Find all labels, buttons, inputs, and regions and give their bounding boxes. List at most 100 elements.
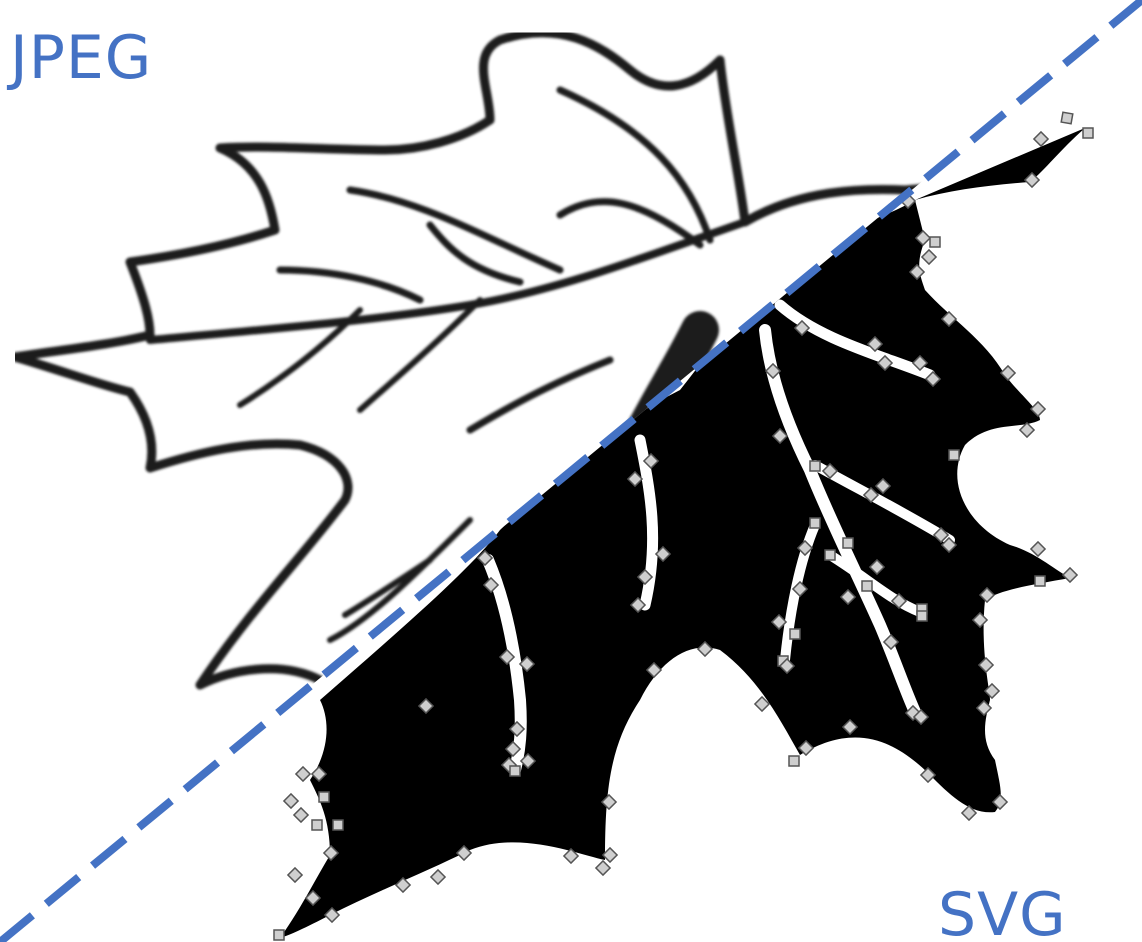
bezier-node-icon[interactable] [788,755,800,767]
bezier-node-icon[interactable] [509,765,521,777]
bezier-node-icon[interactable] [914,229,932,247]
bezier-node-icon[interactable] [476,549,494,567]
bezier-node-icon[interactable] [841,718,859,736]
bezier-node-icon[interactable] [791,580,809,598]
bezier-node-icon[interactable] [304,889,322,907]
bezier-node-icon[interactable] [519,752,537,770]
bezier-node-icon[interactable] [924,370,942,388]
bezier-node-icon[interactable] [629,596,647,614]
bezier-node-icon[interactable] [971,611,989,629]
bezier-node-icon[interactable] [797,739,815,757]
bezier-node-icon[interactable] [839,588,857,606]
bezier-node-icon[interactable] [796,539,814,557]
bezier-node-icon[interactable] [753,695,771,713]
bezier-node-icon[interactable] [778,657,796,675]
bezier-node-icon[interactable] [764,362,782,380]
bezier-node-icon[interactable] [504,740,522,758]
bezier-node-icon[interactable] [645,661,663,679]
bezier-node-icon[interactable] [991,793,1009,811]
svg-vein [774,299,936,381]
bezier-node-icon[interactable] [508,720,526,738]
svg-leaf-body [280,128,1085,938]
bezier-node-icon[interactable] [919,766,937,784]
bezier-node-icon[interactable] [1061,566,1079,584]
bezier-node-icon[interactable] [1032,130,1050,148]
bezier-node-icon[interactable] [600,793,618,811]
bezier-node-icon[interactable] [940,310,958,328]
bezier-node-icon[interactable] [868,558,886,576]
bezier-node-icon[interactable] [1082,127,1094,139]
bezier-node-icon[interactable] [890,592,908,610]
bezier-node-icon[interactable] [417,697,435,715]
bezier-node-icon[interactable] [1060,111,1074,125]
bezier-node-icon[interactable] [294,765,312,783]
bezier-node-icon[interactable] [626,470,644,488]
bezier-node-icon[interactable] [824,549,836,561]
bezier-node-icon[interactable] [1029,400,1047,418]
bezier-node-icon[interactable] [394,876,412,894]
bezier-node-icon[interactable] [771,427,789,445]
bezier-node-icon[interactable] [842,537,854,549]
bezier-node-icon[interactable] [286,866,304,884]
bezier-node-icon[interactable] [642,452,660,470]
bezier-node-icon[interactable] [282,792,300,810]
bezier-node-icon[interactable] [876,354,894,372]
jpeg-vein [556,198,704,249]
bezier-node-icon[interactable] [292,806,310,824]
bezier-node-icon[interactable] [793,319,811,337]
bezier-node-icon[interactable] [977,656,995,674]
bezier-node-icon[interactable] [770,613,788,631]
bezier-node-icon[interactable] [273,929,285,941]
bezier-node-icon[interactable] [1018,421,1036,439]
jpeg-main-vein [146,218,749,344]
bezier-node-icon[interactable] [310,765,328,783]
bezier-node-icon[interactable] [518,655,536,673]
bezier-node-icon[interactable] [948,449,960,461]
bezier-node-icon[interactable] [455,844,473,862]
bezier-node-icon[interactable] [601,846,619,864]
bezier-node-icon[interactable] [636,568,654,586]
bezier-node-icon[interactable] [1029,540,1047,558]
bezier-node-icon[interactable] [911,354,929,372]
bezier-node-icon[interactable] [594,859,612,877]
bezier-node-icon[interactable] [482,576,500,594]
bezier-node-icon[interactable] [978,586,996,604]
bezier-node-icon[interactable] [821,462,839,480]
bezier-node-icon[interactable] [999,364,1017,382]
bezier-node-icon[interactable] [861,580,873,592]
bezier-node-icon[interactable] [929,236,941,248]
bezier-node-icon[interactable] [874,477,892,495]
bezier-node-icon[interactable] [1023,171,1041,189]
bezier-node-icon[interactable] [562,847,580,865]
svg-label: SVG [938,880,1067,942]
bezier-node-icon[interactable] [932,526,950,544]
svg-vein [759,324,921,718]
bezier-node-icon[interactable] [654,545,672,563]
bezier-node-icon[interactable] [696,640,714,658]
bezier-node-icon[interactable] [975,699,993,717]
bezier-node-icon[interactable] [940,536,958,554]
svg-vein [825,550,925,617]
jpeg-label: JPEG [10,23,153,93]
bezier-node-icon[interactable] [809,517,821,529]
bezier-node-icon[interactable] [318,791,330,803]
bezier-node-icon[interactable] [311,819,323,831]
bezier-node-icon[interactable] [920,248,938,266]
bezier-node-icon[interactable] [1034,575,1046,587]
bezier-node-icon[interactable] [960,804,978,822]
bezier-node-icon[interactable] [908,263,926,281]
bezier-node-icon[interactable] [498,648,516,666]
bezier-node-icon[interactable] [862,486,880,504]
bezier-node-icon[interactable] [866,335,884,353]
bezier-node-icon[interactable] [983,682,1001,700]
bezier-node-icon[interactable] [789,628,801,640]
bezier-node-icon[interactable] [809,460,821,472]
bezier-node-icon[interactable] [429,868,447,886]
bezier-node-icon[interactable] [322,844,340,862]
bezier-node-icon[interactable] [323,906,341,924]
bezier-node-icon[interactable] [882,633,900,651]
bezier-node-icon[interactable] [912,708,930,726]
bezier-node-icon[interactable] [332,819,344,831]
bezier-node-icon[interactable] [916,610,928,622]
bezier-node-group [273,111,1094,941]
